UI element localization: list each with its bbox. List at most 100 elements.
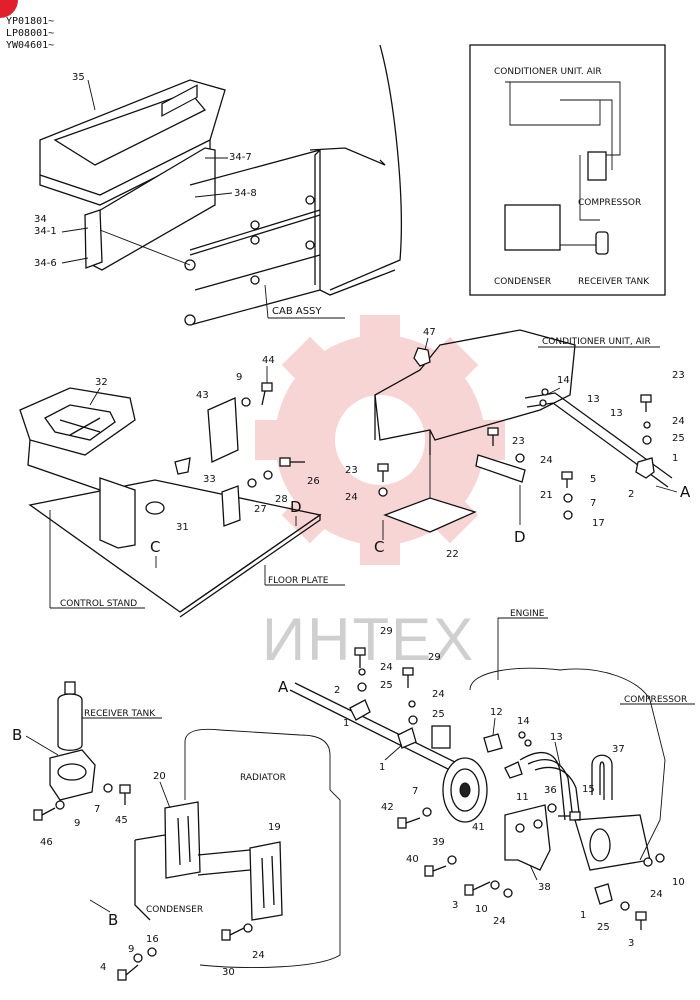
- part-42-bolt: [397, 817, 421, 829]
- part-46-bolt: [33, 807, 56, 821]
- part-13-hoses: [519, 751, 581, 821]
- inset-receiver-tank-icon: [595, 231, 609, 255]
- part-47-clip: [413, 347, 431, 367]
- callout-24-b: 24: [540, 455, 553, 466]
- callout-43: 43: [196, 390, 209, 401]
- part-19-bracket: [249, 841, 283, 921]
- part-16-washer: [147, 947, 157, 957]
- serial-2: LP08001~: [6, 28, 54, 39]
- view-b-marker: B: [12, 726, 22, 744]
- label-engine: ENGINE: [510, 609, 545, 619]
- callout-10-b: 10: [672, 877, 685, 888]
- callout-28: 28: [275, 494, 288, 505]
- callout-24-d: 24: [380, 662, 393, 673]
- callout-38: 38: [538, 882, 551, 893]
- inset-compressor-icon: [587, 151, 607, 181]
- callout-21: 21: [540, 490, 553, 501]
- callout-45: 45: [115, 815, 128, 826]
- part-30-bolt: [221, 927, 245, 941]
- watermark-text: ИНТЕХ: [262, 606, 475, 673]
- part-23-bolt-c: [640, 394, 652, 412]
- part-3-bolt-a: [464, 881, 491, 896]
- part-3-bolt-b: [635, 911, 647, 930]
- part-33-bushing: [174, 457, 191, 475]
- part-9-washer: [241, 397, 251, 407]
- compressor-body: [574, 814, 651, 871]
- callout-23-a: 23: [345, 465, 358, 476]
- callout-29-a: 29: [380, 626, 393, 637]
- serial-1: YP01801~: [6, 16, 54, 27]
- callout-9-c: 9: [128, 944, 134, 955]
- part-31-cap: [145, 501, 165, 515]
- callout-13-b: 13: [610, 408, 623, 419]
- part-38-bracket: [504, 804, 551, 871]
- callout-2-a: 2: [628, 489, 634, 500]
- callout-23-c: 23: [672, 370, 685, 381]
- part-24-washer-f: [503, 888, 513, 898]
- part-24-washer-c: [643, 421, 651, 429]
- callout-24-g: 24: [650, 889, 663, 900]
- callout-1-b: 1: [343, 718, 349, 729]
- part-25-washer-d: [620, 901, 630, 911]
- callout-24-e: 24: [432, 689, 445, 700]
- part-28-plate: [221, 485, 241, 527]
- label-condenser: CONDENSER: [146, 905, 203, 915]
- callout-46: 46: [40, 837, 53, 848]
- callout-10-a: 10: [475, 904, 488, 915]
- part-43-bracket: [207, 397, 239, 463]
- part-14-fitting-d: [524, 739, 532, 747]
- label-radiator: RADIATOR: [240, 773, 286, 783]
- part-24-washer-g: [643, 857, 653, 867]
- part-24-washer-e: [408, 700, 416, 708]
- callout-9-upper: 9: [236, 372, 242, 383]
- part-1-clamp-b: [349, 699, 371, 721]
- inset-label-condenser: CONDENSER: [494, 277, 551, 287]
- callout-34-1: 34-1: [34, 226, 57, 237]
- part-10-nut-a: [490, 880, 500, 890]
- part-26-bolt: [279, 457, 305, 467]
- label-floor-plate: FLOOR PLATE: [268, 576, 329, 586]
- part-37-hose: [591, 754, 613, 800]
- callout-25-b: 25: [380, 680, 393, 691]
- serial-3: YW04601~: [6, 40, 54, 51]
- callout-1-c: 1: [379, 762, 385, 773]
- part-13-pipes-upper: [524, 392, 673, 488]
- callout-36: 36: [544, 785, 557, 796]
- callout-34-7: 34-7: [229, 152, 252, 163]
- part-11-hose-fitting: [504, 761, 523, 779]
- part-24-washer-h: [243, 923, 253, 933]
- callout-24-h: 24: [252, 950, 265, 961]
- cab-roof-cover: [39, 79, 226, 206]
- callout-20: 20: [153, 771, 166, 782]
- part-21-bracket: [475, 454, 526, 483]
- part-1-clamp-d: [594, 883, 613, 905]
- radiator-outline: [184, 728, 341, 968]
- callout-15: 15: [582, 784, 595, 795]
- callout-23-b: 23: [512, 436, 525, 447]
- view-b-marker-2: B: [108, 911, 118, 929]
- callout-3-b: 3: [628, 938, 634, 949]
- part-5-bolt: [561, 471, 573, 488]
- view-a-marker-2: A: [278, 678, 289, 696]
- callout-11: 11: [516, 792, 529, 803]
- callout-14-b: 14: [517, 716, 530, 727]
- callout-2-b: 2: [334, 685, 340, 696]
- ac-schematic-inset: [469, 44, 666, 296]
- part-1-clamp-a: [635, 457, 655, 479]
- part-1-clamp-c: [397, 727, 417, 749]
- inset-label-receiver-tank: RECEIVER TANK: [578, 277, 650, 287]
- part-14-fitting-a: [541, 388, 549, 396]
- part-14-fitting-c: [518, 731, 526, 739]
- callout-9-b: 9: [74, 818, 80, 829]
- cab-frame: [189, 44, 402, 326]
- part-28-washer: [263, 470, 273, 480]
- part-7-washer-b: [422, 807, 432, 817]
- callout-32: 32: [95, 377, 108, 388]
- part-36-bolt: [558, 811, 581, 821]
- receiver-tank-bracket: [49, 749, 96, 801]
- view-a-marker: A: [680, 483, 691, 501]
- label-conditioner-unit-air: CONDITIONER UNIT, AIR: [542, 337, 651, 347]
- cab-panel: [91, 84, 216, 271]
